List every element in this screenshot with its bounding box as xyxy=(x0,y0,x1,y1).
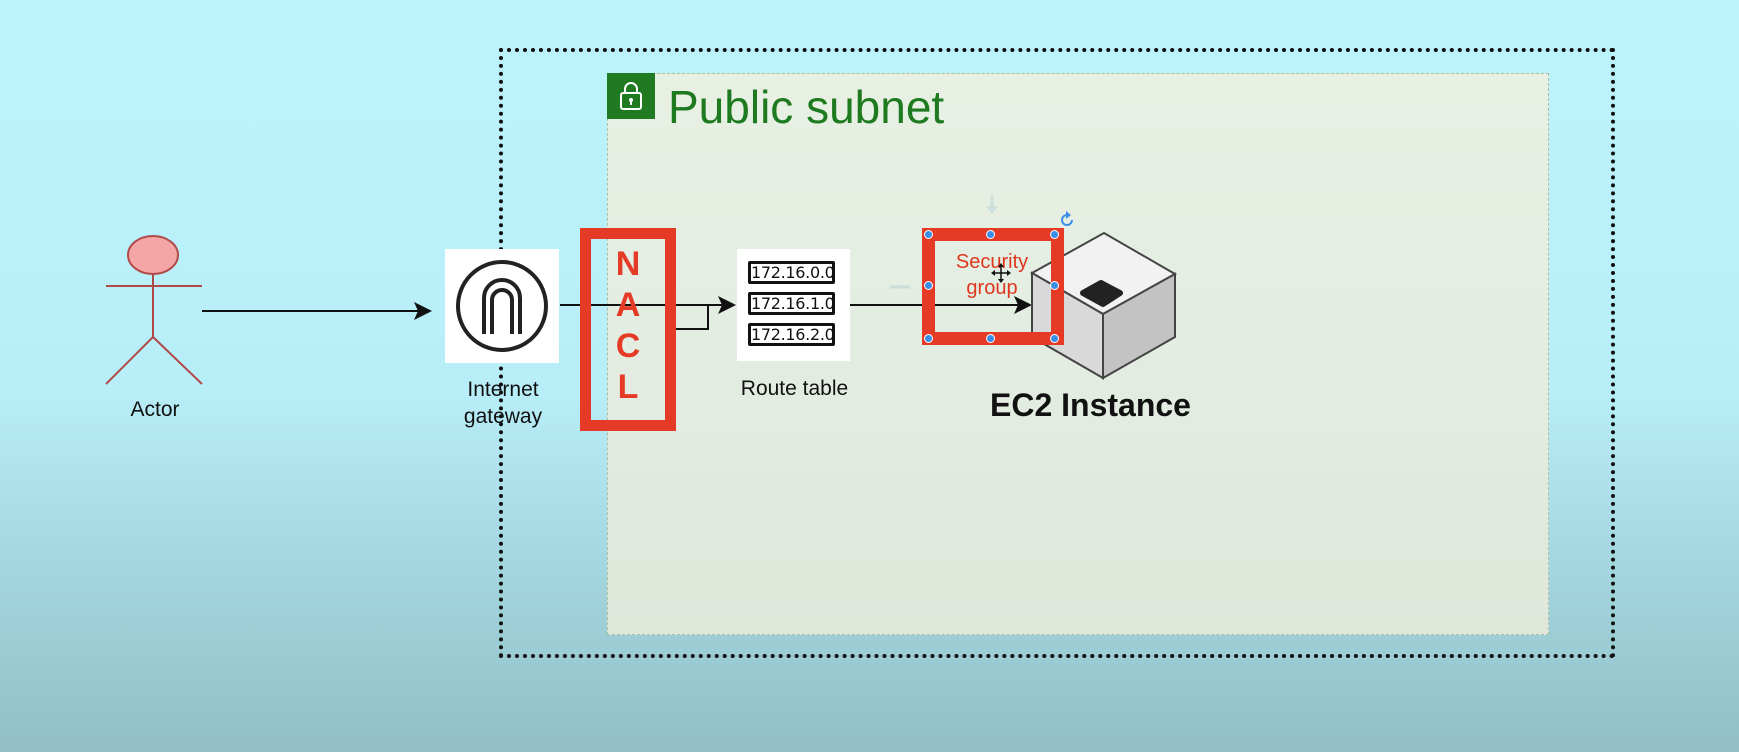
resize-handle[interactable] xyxy=(1050,334,1059,343)
actor-label: Actor xyxy=(130,398,180,421)
nacl-letter: A xyxy=(615,286,641,324)
rotate-handle-icon[interactable] xyxy=(1061,211,1073,226)
ec2-cube-icon[interactable] xyxy=(1029,231,1178,380)
route-table-row: 172.16.0.0 xyxy=(748,261,835,284)
route-table-row: 172.16.1.0 xyxy=(748,292,835,315)
resize-handle[interactable] xyxy=(1050,230,1059,239)
move-cursor-icon xyxy=(991,263,1011,283)
arrow-actor-to-igw[interactable] xyxy=(202,302,432,320)
internet-gateway-node[interactable] xyxy=(445,249,559,363)
actor-icon[interactable] xyxy=(105,235,203,385)
internet-gateway-icon xyxy=(456,260,548,352)
resize-handle[interactable] xyxy=(924,281,933,290)
subnet-title: Public subnet xyxy=(668,81,945,133)
resize-handle[interactable] xyxy=(924,230,933,239)
route-table-node[interactable]: 172.16.0.0 172.16.1.0 172.16.2.0 xyxy=(737,249,850,361)
ec2-instance-label: EC2 Instance xyxy=(990,387,1191,423)
connection-hint-arrows[interactable] xyxy=(890,196,998,289)
resize-handle[interactable] xyxy=(924,334,933,343)
resize-handle[interactable] xyxy=(986,230,995,239)
nacl-letter: N xyxy=(615,245,641,283)
resize-handle[interactable] xyxy=(986,334,995,343)
nacl-box[interactable] xyxy=(580,228,676,431)
nacl-letter: L xyxy=(617,368,639,406)
route-table-label: Route table xyxy=(740,377,849,400)
resize-handle[interactable] xyxy=(1050,281,1059,290)
nacl-label: N A C L xyxy=(588,244,668,408)
lock-icon xyxy=(607,73,655,119)
nacl-letter: C xyxy=(615,327,641,365)
route-table-row: 172.16.2.0 xyxy=(748,323,835,346)
security-group-label: Security group xyxy=(955,251,1029,299)
igw-label: Internet gateway xyxy=(463,378,543,428)
